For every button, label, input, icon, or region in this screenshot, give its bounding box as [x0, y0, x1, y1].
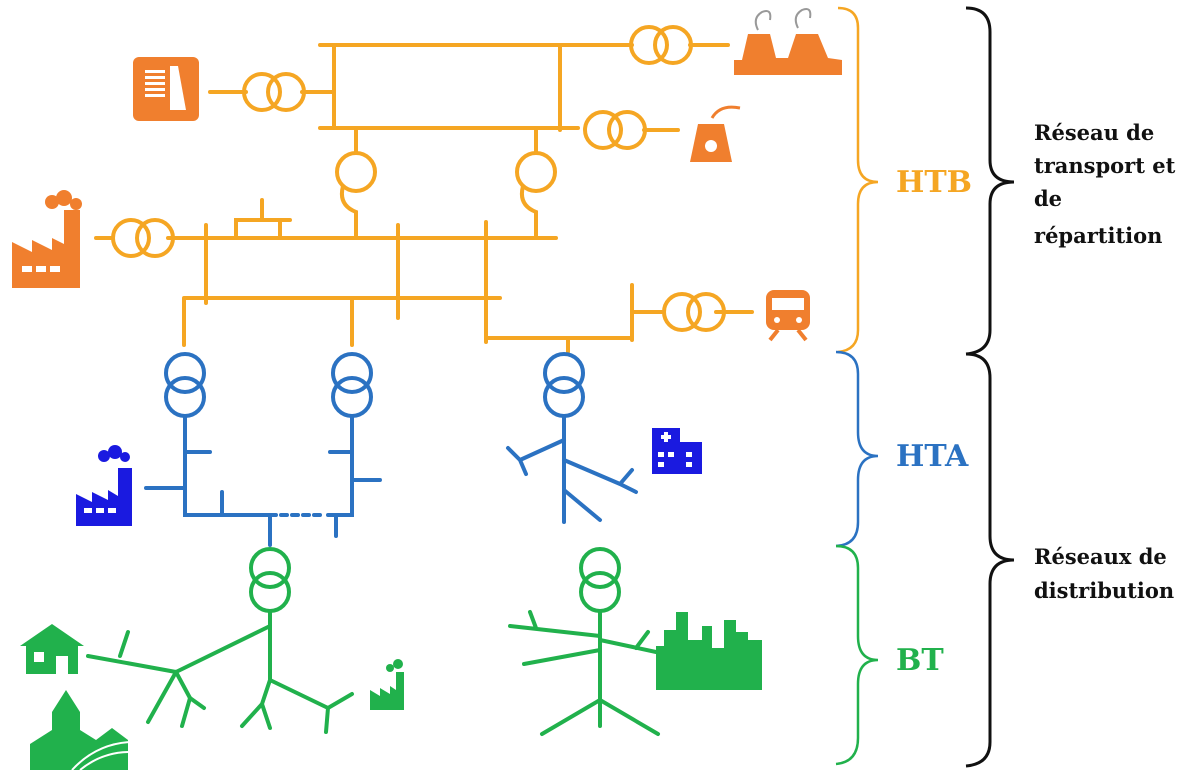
hta-label: HTA: [896, 439, 969, 474]
small-factory-icon: [370, 659, 404, 710]
htb-label: HTB: [896, 165, 972, 200]
transport-label: Réseau de transport et de répartition: [1034, 120, 1183, 248]
nuclear-plant-icon: [690, 105, 741, 162]
hta-network: [144, 352, 638, 547]
transport-label-line: de: [1034, 186, 1062, 211]
bt-brace: [835, 544, 879, 766]
htb-brace: [837, 6, 879, 354]
bt-network: [86, 547, 660, 736]
thermal-plant-icon: [734, 8, 842, 75]
distribution-label-line: distribution: [1034, 578, 1174, 603]
village-icon: [30, 690, 131, 771]
hospital-icon: [652, 428, 702, 474]
htb-network: [94, 25, 754, 354]
house-icon: [20, 624, 84, 674]
bt-label: BT: [896, 643, 944, 678]
hta-brace: [835, 350, 879, 548]
distribution-brace: [965, 352, 1015, 768]
factory-icon: [76, 445, 132, 526]
train-icon: [766, 290, 810, 342]
distribution-label: Réseaux de distribution: [1034, 544, 1174, 603]
hydro-dam-icon: [133, 57, 199, 121]
distribution-label-line: Réseaux de: [1034, 544, 1167, 569]
transport-label-line: Réseau de: [1034, 120, 1154, 145]
transport-label-line: répartition: [1034, 223, 1162, 248]
factory-icon: [12, 190, 82, 288]
city-icon: [656, 612, 762, 690]
transport-label-line: transport et: [1034, 153, 1176, 178]
transport-brace: [965, 6, 1015, 356]
